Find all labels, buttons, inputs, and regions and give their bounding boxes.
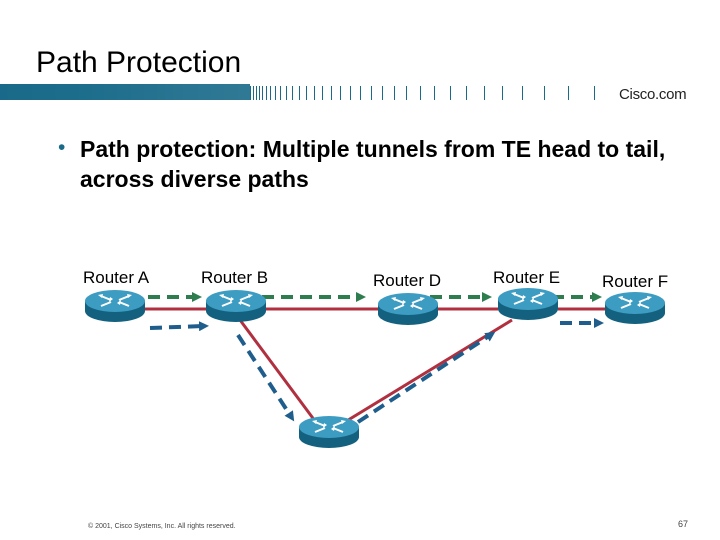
link-b-c (238, 319, 320, 426)
router-f-label: Router F (602, 272, 669, 291)
router-b-label: Router B (201, 268, 269, 287)
router-a-label: Router A (83, 268, 150, 287)
bullet-icon: • (58, 136, 66, 159)
router-a-icon (84, 289, 146, 323)
router-c-icon (298, 415, 360, 449)
footer-copyright: © 2001, Cisco Systems, Inc. All rights r… (88, 523, 236, 530)
page-number: 67 (678, 519, 689, 529)
header-band (0, 84, 595, 100)
cisco-logo: Cisco.com (619, 86, 687, 103)
slide-title: Path Protection (36, 46, 242, 79)
router-e-icon (497, 287, 559, 321)
backup-tunnel-b-c (236, 333, 295, 422)
bullet-text: Path protection: Multiple tunnels from T… (80, 136, 666, 192)
router-b-icon (205, 289, 267, 323)
router-d-icon (377, 292, 439, 326)
backup-tunnel-a-b (149, 321, 209, 332)
router-d-label: Router D (373, 271, 442, 290)
backup-tunnel-c-e (356, 331, 496, 424)
router-e-label: Router E (493, 268, 561, 287)
link-c-e (339, 318, 513, 427)
router-f-icon (604, 291, 666, 325)
